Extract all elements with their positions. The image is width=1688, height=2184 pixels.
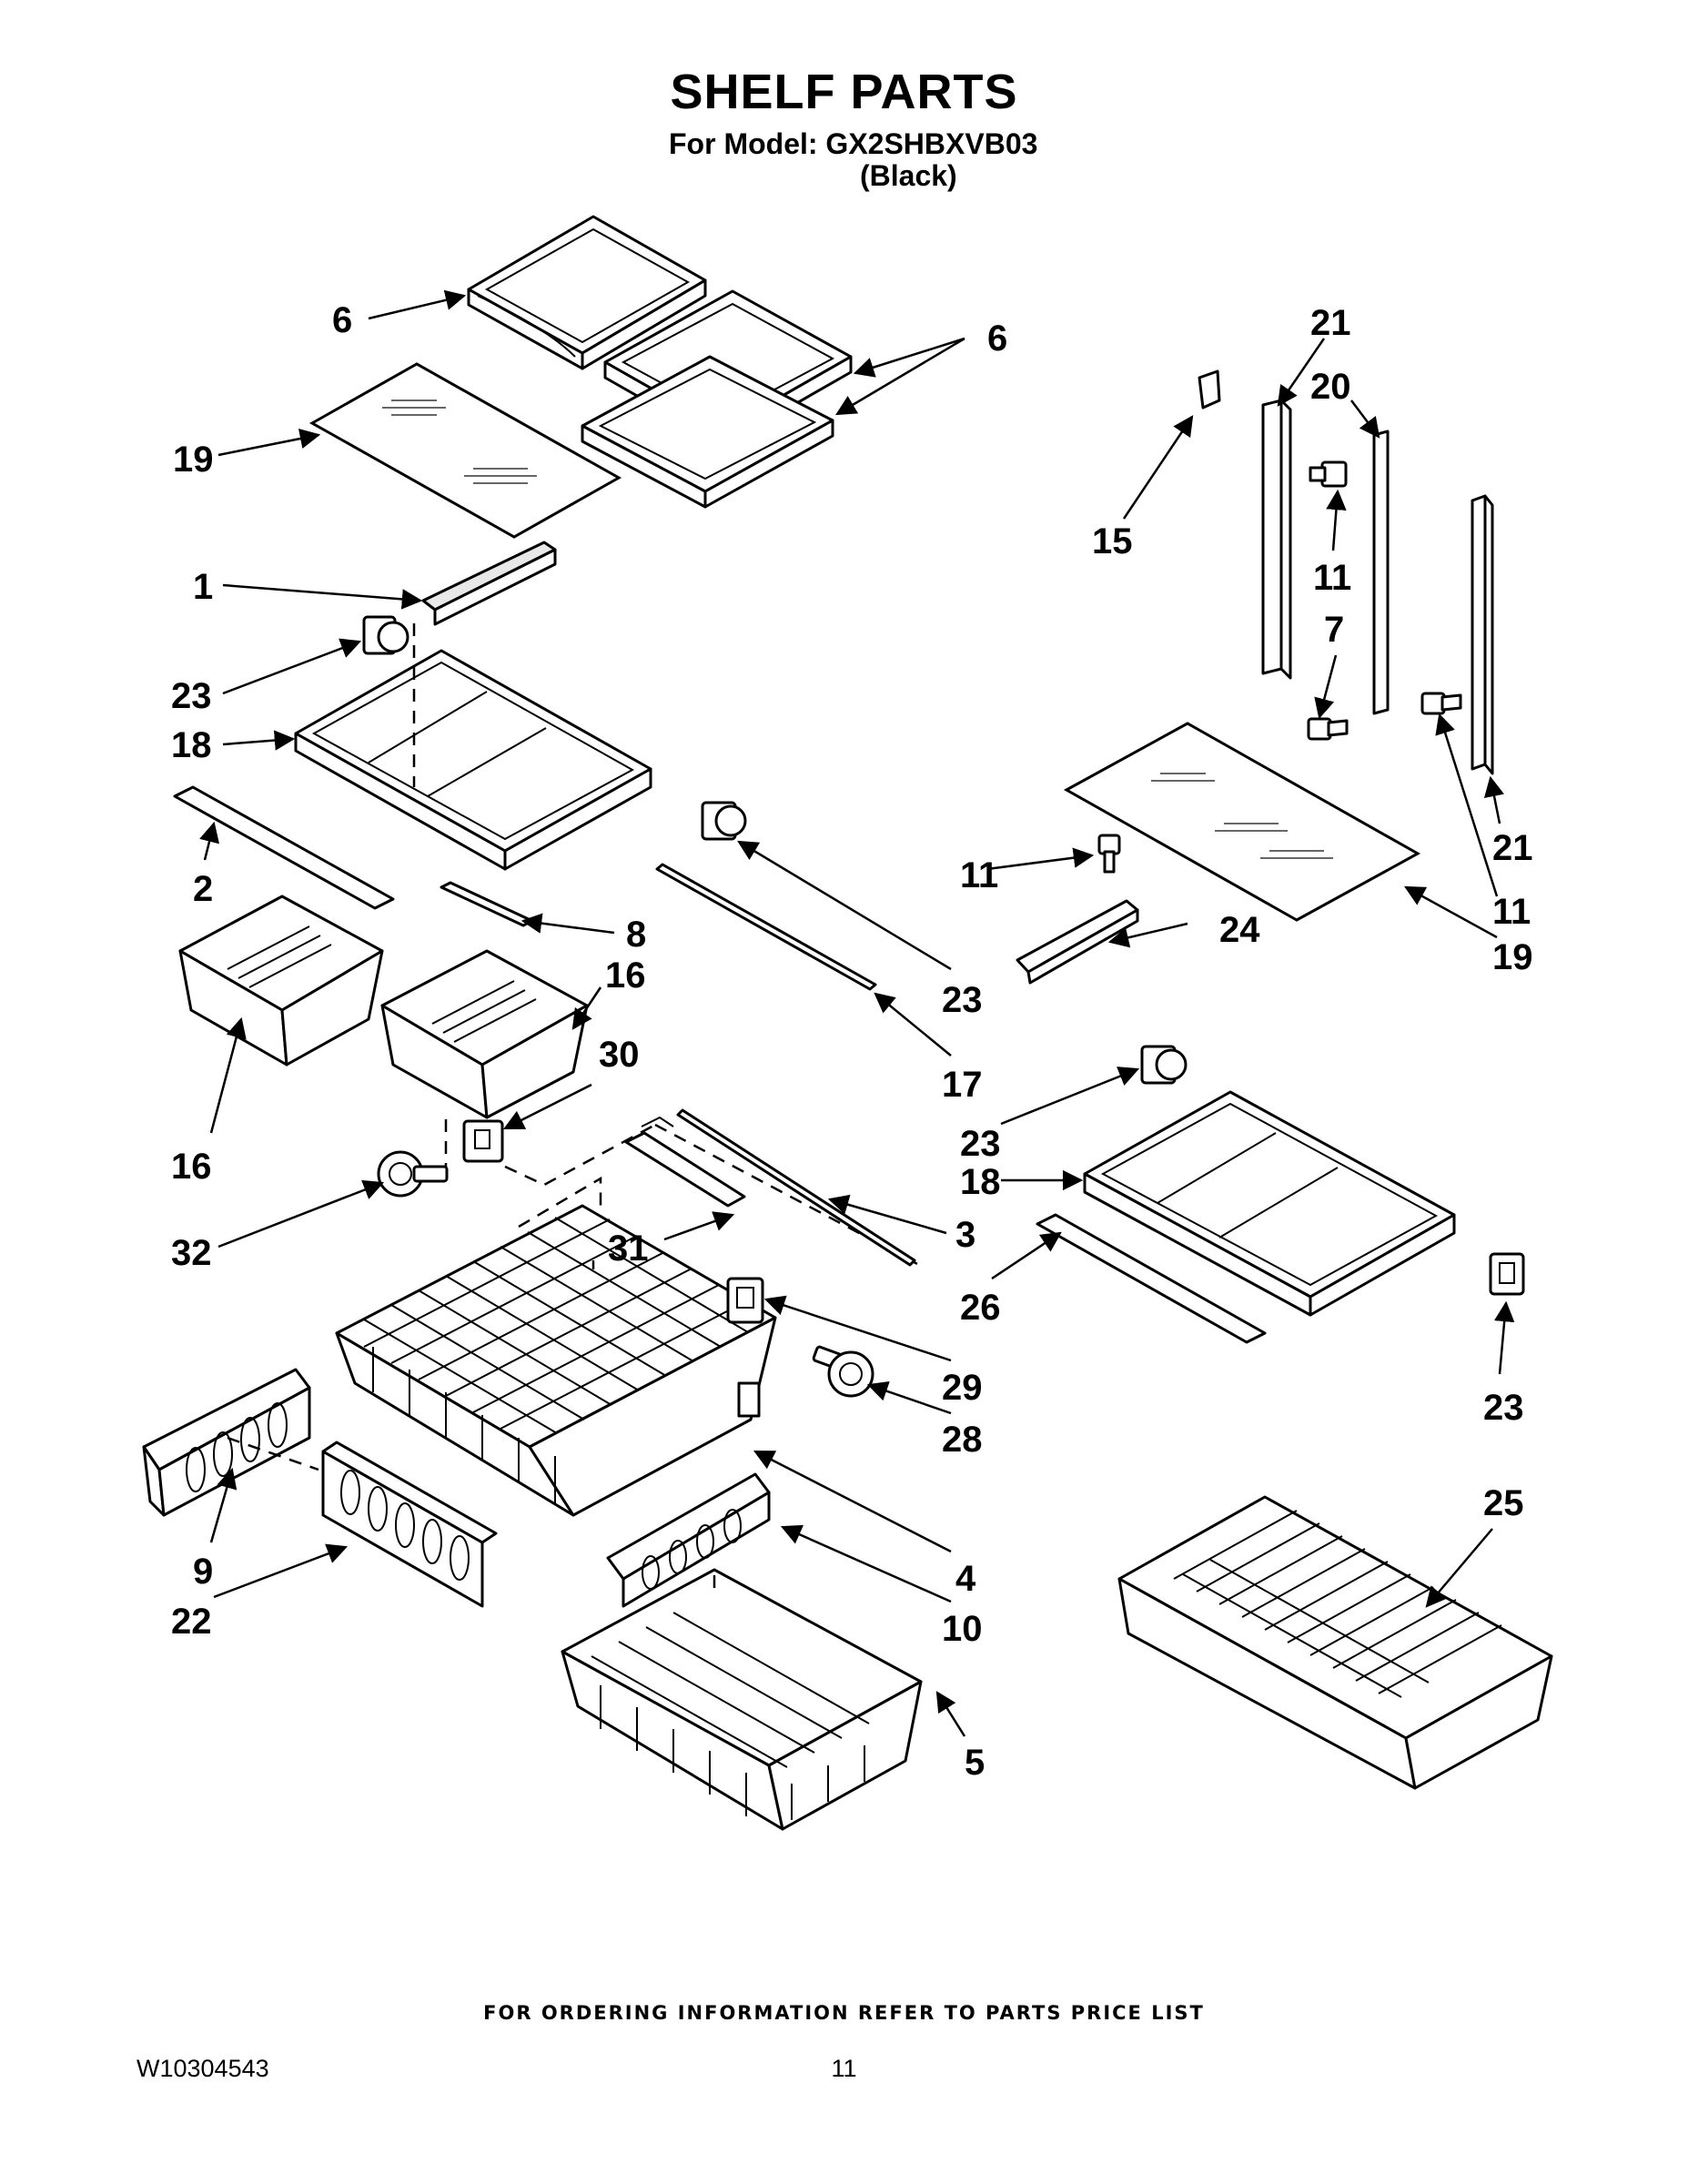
screw-part-11-b (1420, 692, 1462, 715)
ordering-note: FOR ORDERING INFORMATION REFER TO PARTS … (483, 2002, 1205, 2024)
rail-part-21-left (1261, 399, 1292, 680)
trim-strip-part-26 (1036, 1213, 1267, 1344)
callout-18-left: 18 (171, 725, 212, 765)
leader-arrows (199, 289, 1515, 1737)
crisper-drawer-part-16-left (178, 895, 384, 1067)
clip-part-23-c (1140, 1045, 1188, 1085)
callout-25: 25 (1483, 1483, 1524, 1523)
clip-part-23-d (1489, 1252, 1525, 1296)
divider-panel-part-9 (142, 1368, 311, 1517)
divider-panel-part-10 (606, 1472, 771, 1608)
callout-3: 3 (955, 1215, 975, 1255)
callout-4: 4 (955, 1559, 976, 1599)
rail-part-20 (1372, 430, 1390, 715)
callout-19-left: 19 (173, 440, 214, 480)
callout-labels: 6 6 19 1 23 18 2 8 16 16 23 17 30 32 31 … (171, 300, 1533, 1783)
screw-part-7 (1307, 717, 1349, 741)
callout-11-right: 11 (1492, 892, 1531, 932)
divider-panel-part-22 (227, 1436, 498, 1608)
glass-shelf-part-19-right (1063, 722, 1421, 922)
callout-20: 20 (1310, 367, 1351, 407)
shelf-frame-part-6-lower (581, 355, 834, 509)
callout-23-center: 23 (942, 980, 983, 1020)
callout-23-top: 23 (171, 676, 212, 716)
callout-31: 31 (608, 1228, 649, 1269)
callout-15: 15 (1092, 521, 1133, 561)
trim-strip-part-2 (173, 785, 395, 910)
shelf-frame-part-6-top (467, 215, 707, 370)
gear-part-28 (812, 1345, 874, 1398)
clip-part-15 (1198, 369, 1221, 410)
callout-23-right-lower: 23 (1483, 1388, 1524, 1428)
callout-1: 1 (193, 567, 213, 607)
callout-22: 22 (171, 1602, 212, 1642)
crisper-cover-part-18-right (1083, 1090, 1456, 1317)
crisper-drawer-part-16-right (380, 949, 589, 1119)
model-color: (Black) (860, 159, 957, 192)
bracket-part-29 (726, 1277, 764, 1324)
callout-30: 30 (599, 1035, 640, 1075)
clip-part-23-b (701, 801, 747, 841)
glass-shelf-part-19-left (308, 362, 622, 539)
callout-29: 29 (942, 1368, 983, 1408)
callout-10: 10 (942, 1609, 983, 1649)
callout-5: 5 (965, 1743, 985, 1783)
callout-7: 7 (1324, 610, 1344, 650)
callout-21-top: 21 (1310, 303, 1351, 343)
callout-8: 8 (626, 915, 646, 955)
callout-32: 32 (171, 1233, 212, 1273)
slide-part-31 (624, 1116, 746, 1208)
callout-11-upper: 11 (1313, 558, 1351, 598)
gear-part-32 (377, 1150, 449, 1198)
callout-16-right: 16 (605, 956, 646, 996)
screw-part-11-c (1097, 834, 1121, 874)
callout-9: 9 (193, 1552, 213, 1592)
callout-19-right: 19 (1492, 937, 1533, 977)
document-number: W10304543 (136, 2055, 269, 2082)
clip-part-23-a (362, 615, 409, 655)
callout-28: 28 (942, 1420, 983, 1460)
screw-part-11-a (1309, 460, 1348, 488)
callout-23-right-upper: 23 (960, 1124, 1001, 1164)
crisper-cover-part-18-left (294, 623, 652, 871)
callout-2: 2 (193, 869, 213, 909)
page-title: SHELF PARTS (670, 65, 1018, 119)
rod-part-17 (655, 863, 877, 991)
callout-6-right: 6 (987, 318, 1007, 359)
model-number: For Model: GX2SHBXVB03 (669, 127, 1038, 160)
callout-18-right: 18 (960, 1162, 1001, 1202)
page-number: 11 (831, 2055, 857, 2082)
callout-11-left: 11 (960, 855, 998, 895)
callout-6-left: 6 (332, 300, 352, 340)
wire-basket-main (335, 1176, 777, 1517)
callout-26: 26 (960, 1288, 1001, 1328)
rail-part-21-right (1471, 494, 1494, 775)
rod-part-3 (676, 1108, 916, 1267)
callout-17: 17 (942, 1065, 983, 1105)
shelf-rail-part-1 (421, 541, 557, 626)
callout-21-bottom: 21 (1492, 828, 1533, 868)
bracket-part-24 (1016, 899, 1139, 985)
callout-24: 24 (1219, 910, 1260, 950)
wire-basket-part-5 (561, 1568, 923, 1831)
divider-part-8 (440, 881, 534, 927)
callout-16-left: 16 (171, 1147, 212, 1187)
deli-pan-part-25 (1117, 1495, 1553, 1790)
